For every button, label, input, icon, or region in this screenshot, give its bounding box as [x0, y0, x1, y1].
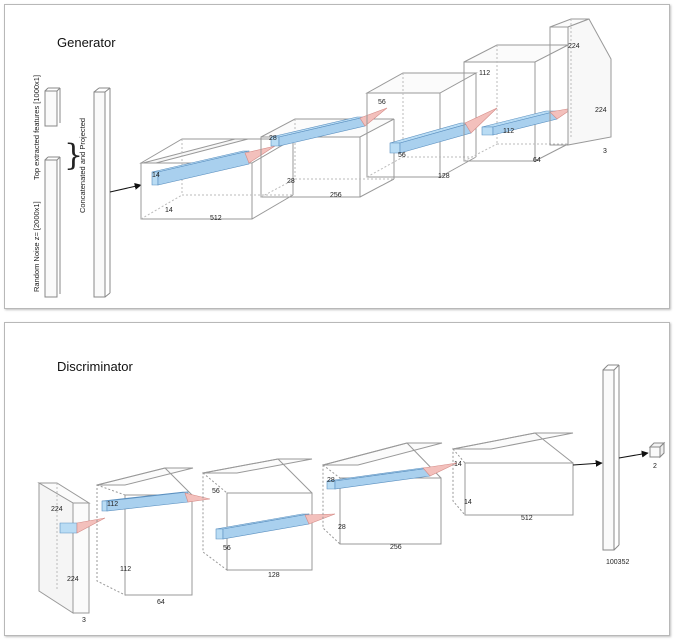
disc-block-2-size: 112 [107, 501, 118, 508]
gen-block-4-depth: 112 [503, 128, 514, 135]
disc-block-5-channels: 512 [521, 515, 533, 522]
disc-block-1-size: 224 [51, 506, 63, 513]
generator-diagram: Top extracted features [1000x1] Random N… [32, 18, 612, 298]
gen-block-2: 28 28 256 [260, 107, 395, 199]
concat-label: Concatenated and Projected [78, 118, 87, 213]
disc-block-4-channels: 256 [390, 544, 402, 551]
gen-block-2-size: 28 [269, 135, 277, 142]
top-features-label: Top extracted features [1000x1] [32, 75, 41, 180]
projection-arrow [109, 182, 142, 193]
noise-label: Random Noise z= [2000x1] [32, 201, 41, 292]
top-features-vector [44, 87, 61, 127]
gen-block-1: 14 14 512 [139, 138, 295, 222]
dense-size-label: 100352 [606, 559, 629, 566]
dense-vector: 100352 [602, 364, 629, 566]
gen-block-4-size: 112 [479, 70, 490, 77]
disc-block-5: 14 14 512 [452, 432, 574, 522]
noise-vector [44, 156, 61, 298]
output-arrow [618, 450, 649, 459]
gen-block-5-size: 224 [568, 43, 580, 50]
discriminator-panel: Discriminator 224 224 3 [4, 322, 670, 636]
disc-block-2-depth: 112 [120, 566, 131, 573]
gen-block-1-channels: 512 [210, 215, 222, 222]
gen-block-5-channels: 3 [603, 148, 607, 155]
concat-vector [93, 87, 111, 298]
disc-block-5-size: 14 [454, 461, 462, 468]
gen-block-4: 112 112 64 [463, 44, 574, 164]
gen-block-3-channels: 128 [438, 173, 450, 180]
discriminator-diagram: 224 224 3 112 112 64 [37, 364, 666, 624]
disc-block-3-depth: 56 [223, 545, 231, 552]
gen-block-5-depth: 224 [595, 107, 607, 114]
disc-block-5-depth: 14 [464, 499, 472, 506]
disc-block-3-channels: 128 [268, 572, 280, 579]
disc-block-4-size: 28 [327, 477, 335, 484]
disc-block-4-depth: 28 [338, 524, 346, 531]
disc-block-1-depth: 224 [67, 576, 79, 583]
discriminator-title: Discriminator [57, 359, 133, 374]
gen-block-3: 56 56 128 [365, 72, 498, 180]
gen-block-3-size: 56 [378, 99, 386, 106]
disc-block-1-channels: 3 [82, 617, 86, 624]
gen-block-2-channels: 256 [330, 192, 342, 199]
disc-block-3: 56 56 128 [202, 458, 336, 579]
flatten-arrow [572, 459, 603, 467]
gen-block-5: 224 224 3 [549, 18, 612, 155]
gen-block-1-size: 14 [152, 172, 160, 179]
concat-brace: } [64, 138, 83, 173]
gen-block-4-channels: 64 [533, 157, 541, 164]
gen-block-1-depth: 14 [165, 207, 173, 214]
disc-block-1: 224 224 3 [37, 482, 106, 624]
generator-title: Generator [57, 35, 116, 50]
gen-block-3-depth: 56 [398, 152, 406, 159]
gen-block-2-depth: 28 [287, 178, 295, 185]
output-size-label: 2 [653, 463, 657, 470]
disc-block-2: 112 112 64 [96, 467, 211, 606]
disc-block-4: 28 28 256 [322, 442, 458, 551]
output-cube: 2 [648, 441, 666, 470]
disc-block-3-size: 56 [212, 488, 220, 495]
disc-block-2-channels: 64 [157, 599, 165, 606]
generator-panel: Generator Top extracted features [1000x1… [4, 4, 670, 309]
